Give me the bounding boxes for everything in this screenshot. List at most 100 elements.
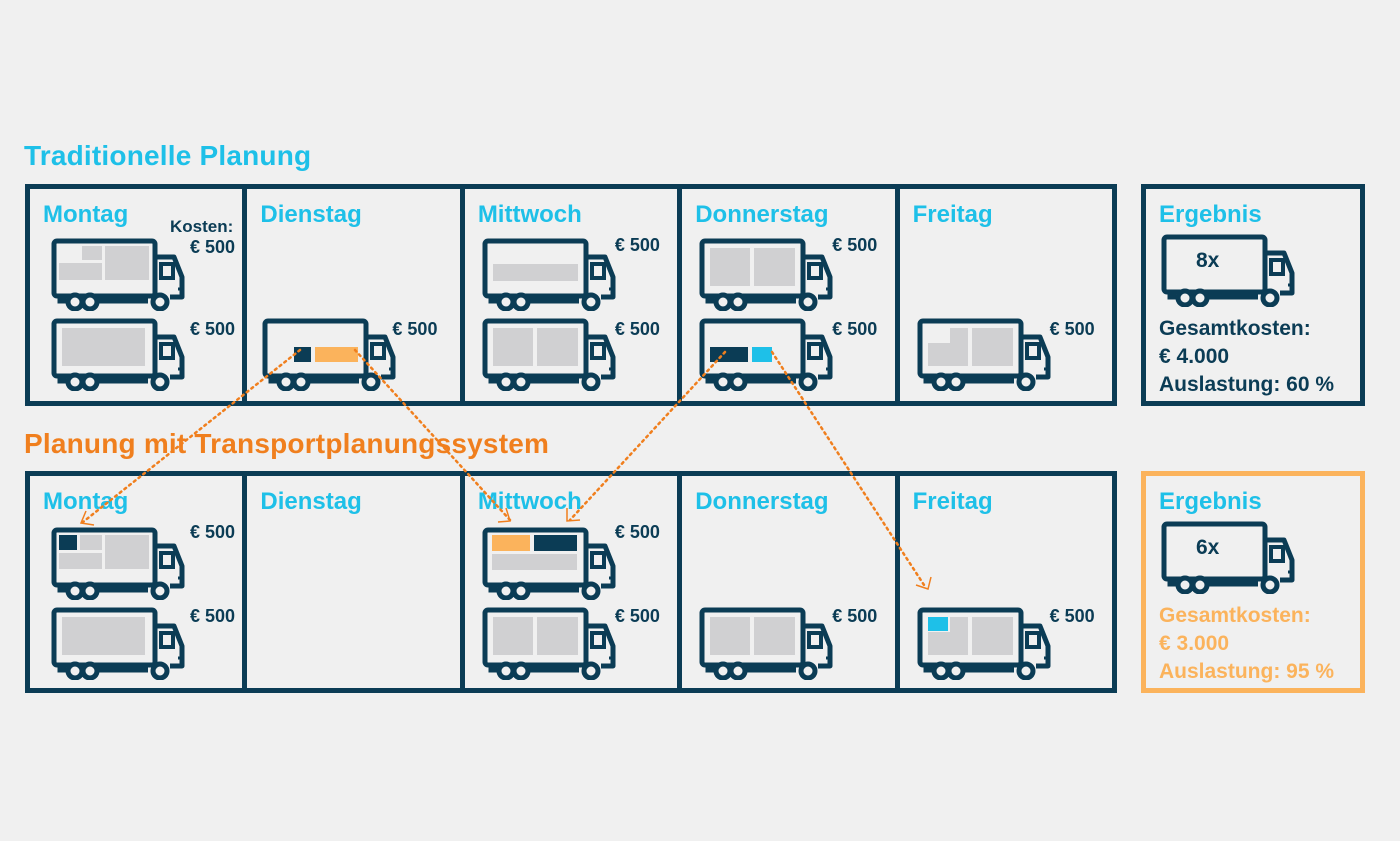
cargo-box: [62, 328, 145, 366]
truck-price: € 500: [190, 522, 236, 542]
cargo-box: [927, 343, 950, 366]
truck-price: € 500: [190, 237, 236, 257]
trad-day-montag: Montag Kosten: € 500 € 500: [30, 189, 248, 401]
total-cost-label: Gesamtkosten:: [1159, 604, 1311, 627]
truck-icon: [50, 526, 190, 600]
day-label: Freitag: [912, 201, 993, 228]
result-label: Ergebnis: [1159, 488, 1262, 515]
trad-day-mittwoch: Mittwoch € 500 € 500: [465, 189, 683, 401]
total-cost-label: Gesamtkosten:: [1159, 317, 1311, 340]
trad-day-freitag: Freitag € 500: [900, 189, 1112, 401]
tps-day-freitag: Freitag € 500: [900, 476, 1112, 688]
cargo-box-navy: [533, 535, 577, 551]
truck-icon: [916, 317, 1056, 391]
traditional-planning-title: Traditionelle Planung: [24, 140, 312, 171]
truck-icon: [698, 606, 838, 680]
cargo-box: [82, 246, 102, 260]
truck-icon: [481, 526, 621, 600]
truck-count: 8x: [1196, 249, 1220, 272]
utilization: Auslastung: 95 %: [1159, 660, 1335, 683]
truck-price: € 500: [190, 319, 236, 339]
truck-count: 6x: [1196, 536, 1220, 559]
cargo-box: [754, 248, 796, 286]
tps-week-row: Montag € 500 € 500 Dienstag Mittwoch € 5…: [25, 471, 1117, 693]
truck-price: € 500: [1049, 606, 1095, 626]
day-label: Donnerstag: [695, 488, 829, 515]
cargo-box: [105, 246, 149, 280]
trad-day-donnerstag: Donnerstag € 500 € 500: [682, 189, 900, 401]
cargo-box: [927, 632, 950, 655]
day-label: Montag: [43, 488, 129, 515]
truck-icon: [698, 237, 838, 311]
cargo-box: [80, 535, 102, 550]
truck-icon: [50, 237, 190, 311]
truck-icon: [1160, 233, 1300, 307]
cargo-box: [59, 553, 102, 569]
truck-price: € 500: [832, 606, 878, 626]
cargo-box-navy: [59, 535, 77, 550]
day-label: Dienstag: [260, 488, 362, 515]
day-label: Mittwoch: [477, 201, 582, 228]
tps-planning-title: Planung mit Transportplanungssystem: [24, 428, 550, 459]
cargo-box-navy: [710, 347, 749, 362]
cargo-box: [62, 617, 145, 655]
cargo-box: [59, 263, 102, 280]
cargo-box: [492, 617, 533, 655]
truck-price: € 500: [392, 319, 438, 339]
tps-day-montag: Montag € 500 € 500: [30, 476, 248, 688]
truck-price: € 500: [614, 235, 660, 255]
cargo-box: [710, 248, 751, 286]
tps-day-dienstag: Dienstag: [247, 476, 465, 688]
truck-icon: [916, 606, 1056, 680]
cargo-box: [492, 264, 578, 281]
truck-icon: [698, 317, 838, 391]
cargo-box: [536, 328, 578, 366]
truck-icon: [50, 606, 190, 680]
cargo-box-cyan: [927, 617, 948, 631]
truck-price: € 500: [614, 606, 660, 626]
truck-icon: [481, 606, 621, 680]
tps-result-panel: Ergebnis 6x Gesamtkosten: € 3.000 Auslas…: [1141, 471, 1365, 693]
day-label: Freitag: [912, 488, 993, 515]
truck-price: € 500: [614, 319, 660, 339]
truck-icon: [481, 317, 621, 391]
day-label: Dienstag: [260, 201, 362, 228]
result-summary: Gesamtkosten: € 3.000 Auslastung: 95 %: [1159, 602, 1334, 686]
cargo-box-cyan: [752, 347, 773, 362]
cargo-box: [971, 328, 1013, 366]
cargo-box-orange: [491, 535, 530, 551]
result-summary: Gesamtkosten: € 4.000 Auslastung: 60 %: [1159, 315, 1334, 399]
day-label: Montag: [43, 201, 129, 228]
cost-label: Kosten:: [170, 217, 234, 236]
cargo-box: [536, 617, 578, 655]
truck-icon: [481, 237, 621, 311]
cargo-box-navy: [294, 347, 312, 362]
truck-price: € 500: [832, 235, 878, 255]
cargo-box: [754, 617, 796, 655]
cargo-box: [491, 554, 577, 570]
traditional-week-row: Montag Kosten: € 500 € 500 Dienstag € 50…: [25, 184, 1117, 406]
traditional-result-panel: Ergebnis 8x Gesamtkosten: € 4.000 Auslas…: [1141, 184, 1365, 406]
truck-price: € 500: [190, 606, 236, 626]
trad-day-dienstag: Dienstag € 500: [247, 189, 465, 401]
truck-icon: [261, 317, 401, 391]
total-cost-value: € 4.000: [1159, 345, 1230, 368]
truck-icon: [1160, 520, 1300, 594]
total-cost-value: € 3.000: [1159, 632, 1230, 655]
cargo-box: [971, 617, 1013, 655]
result-label: Ergebnis: [1159, 201, 1262, 228]
truck-icon: [50, 317, 190, 391]
day-label: Mittwoch: [477, 488, 582, 515]
cargo-box: [949, 328, 968, 366]
cargo-box: [105, 535, 149, 569]
truck-price: € 500: [614, 522, 660, 542]
utilization: Auslastung: 60 %: [1159, 373, 1335, 396]
truck-price: € 500: [1049, 319, 1095, 339]
cargo-box: [949, 617, 968, 655]
tps-day-donnerstag: Donnerstag € 500: [682, 476, 900, 688]
tps-day-mittwoch: Mittwoch € 500 € 500: [465, 476, 683, 688]
cargo-box: [492, 328, 533, 366]
day-label: Donnerstag: [695, 201, 829, 228]
truck-price: € 500: [832, 319, 878, 339]
